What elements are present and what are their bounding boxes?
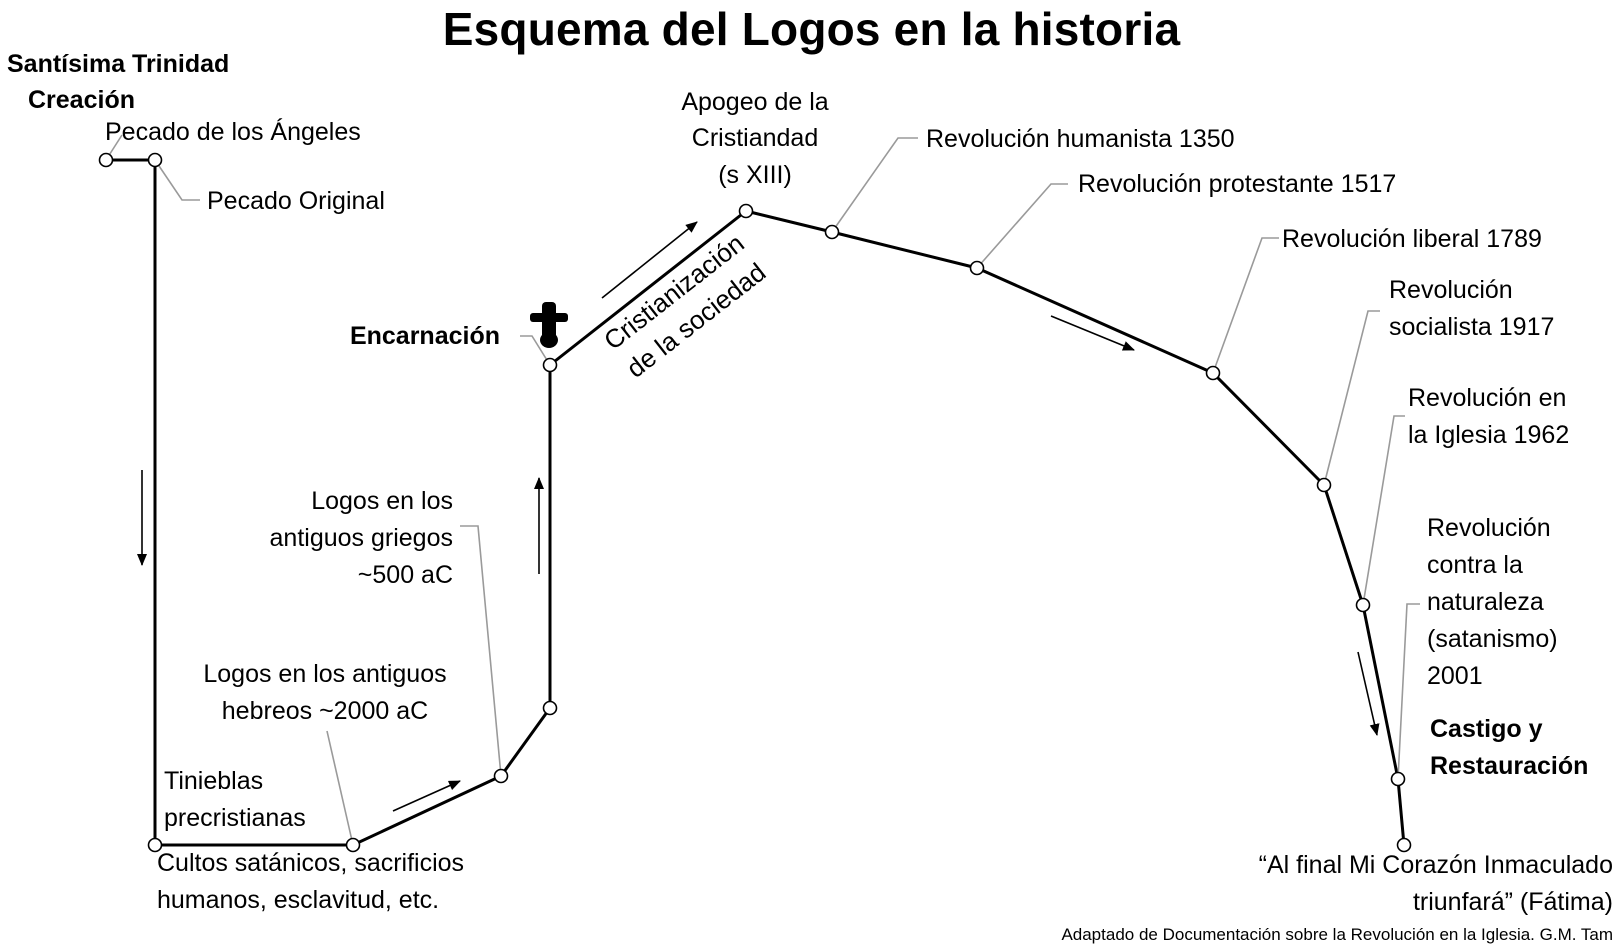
label-griegos-2: antiguos griegos [269,524,453,552]
label-apogeo-1: Apogeo de la [681,88,829,116]
label-encarnacion: Encarnación [349,322,500,350]
arrow-decline [1050,315,1135,351]
label-griegos-3: ~500 aC [357,561,453,589]
leader-socialista [1323,310,1380,486]
leader-iglesia [1362,415,1405,606]
node-trinidad [98,152,114,168]
label-castigo-1: Castigo y [1430,715,1543,743]
node-socialista [1316,477,1332,493]
label-fatima-1: “Al final Mi Corazón Inmaculado [1258,851,1613,879]
label-iglesia-2: la Iglesia 1962 [1408,421,1570,449]
arrow-fall [1357,651,1380,736]
label-naturaleza-2: contra la [1427,551,1523,579]
label-castigo-2: Restauración [1430,752,1589,780]
label-naturaleza-1: Revolución [1427,514,1551,542]
label-pecado-angeles: Pecado de los Ángeles [105,118,361,146]
page-title: Esquema del Logos en la historia [442,3,1181,55]
label-naturaleza-3: naturaleza [1427,588,1544,616]
node-griegos [493,768,509,784]
node-liberal [1205,365,1221,381]
node-pecado-original [147,152,163,168]
node-naturaleza [1390,771,1406,787]
label-protestante: Revolución protestante 1517 [1078,170,1397,198]
label-griegos-1: Logos en los [311,487,453,515]
node-ascent [542,700,558,716]
label-hebreos-2: hebreos ~2000 aC [221,697,429,725]
label-naturaleza-5: 2001 [1427,662,1483,690]
latin-cross-icon [530,302,568,348]
label-apogeo-3: (s XIII) [718,161,792,189]
direction-arrows [137,221,1380,812]
leader-hebreos [326,730,354,846]
node-apogeo [738,203,754,219]
label-naturaleza-4: (satanismo) [1427,625,1558,653]
path-nodes [98,152,1412,853]
leader-pecado-original [154,159,200,201]
arrow-tinieblas [392,780,461,812]
leader-protestante [976,183,1068,269]
label-tinieblas-1: Tinieblas [164,767,264,795]
label-socialista-2: socialista 1917 [1389,313,1555,341]
label-iglesia-1: Revolución en [1408,384,1567,412]
label-apogeo-2: Cristiandad [691,124,819,152]
source-credit: Adaptado de Documentación sobre la Revol… [1061,925,1613,944]
leader-humanista [831,137,918,233]
label-socialista-1: Revolución [1389,276,1513,304]
label-humanista: Revolución humanista 1350 [926,125,1235,153]
node-iglesia [1355,597,1371,613]
label-cultos-2: humanos, esclavitud, etc. [157,886,440,914]
label-trinidad: Santísima Trinidad [7,50,230,78]
node-tinieblas [147,837,163,853]
label-tinieblas-2: precristianas [164,804,306,832]
leader-encarnacion [520,335,551,366]
node-hebreos [345,837,361,853]
node-fatima [1396,837,1412,853]
leader-naturaleza [1397,603,1420,780]
label-pecado-original: Pecado Original [207,187,385,215]
leader-liberal [1212,237,1279,374]
arrow-cristianizacion [601,221,698,299]
leader-griegos [460,525,502,777]
leader-lines [105,134,1420,846]
label-fatima-2: triunfará” (Fátima) [1412,888,1613,916]
label-cultos-1: Cultos satánicos, sacrificios [157,849,465,877]
node-encarnacion [542,357,558,373]
label-hebreos-1: Logos en los antiguos [203,660,447,688]
label-liberal: Revolución liberal 1789 [1282,225,1542,253]
label-creacion: Creación [28,86,135,114]
node-protestante [969,260,985,276]
node-humanista [824,224,840,240]
